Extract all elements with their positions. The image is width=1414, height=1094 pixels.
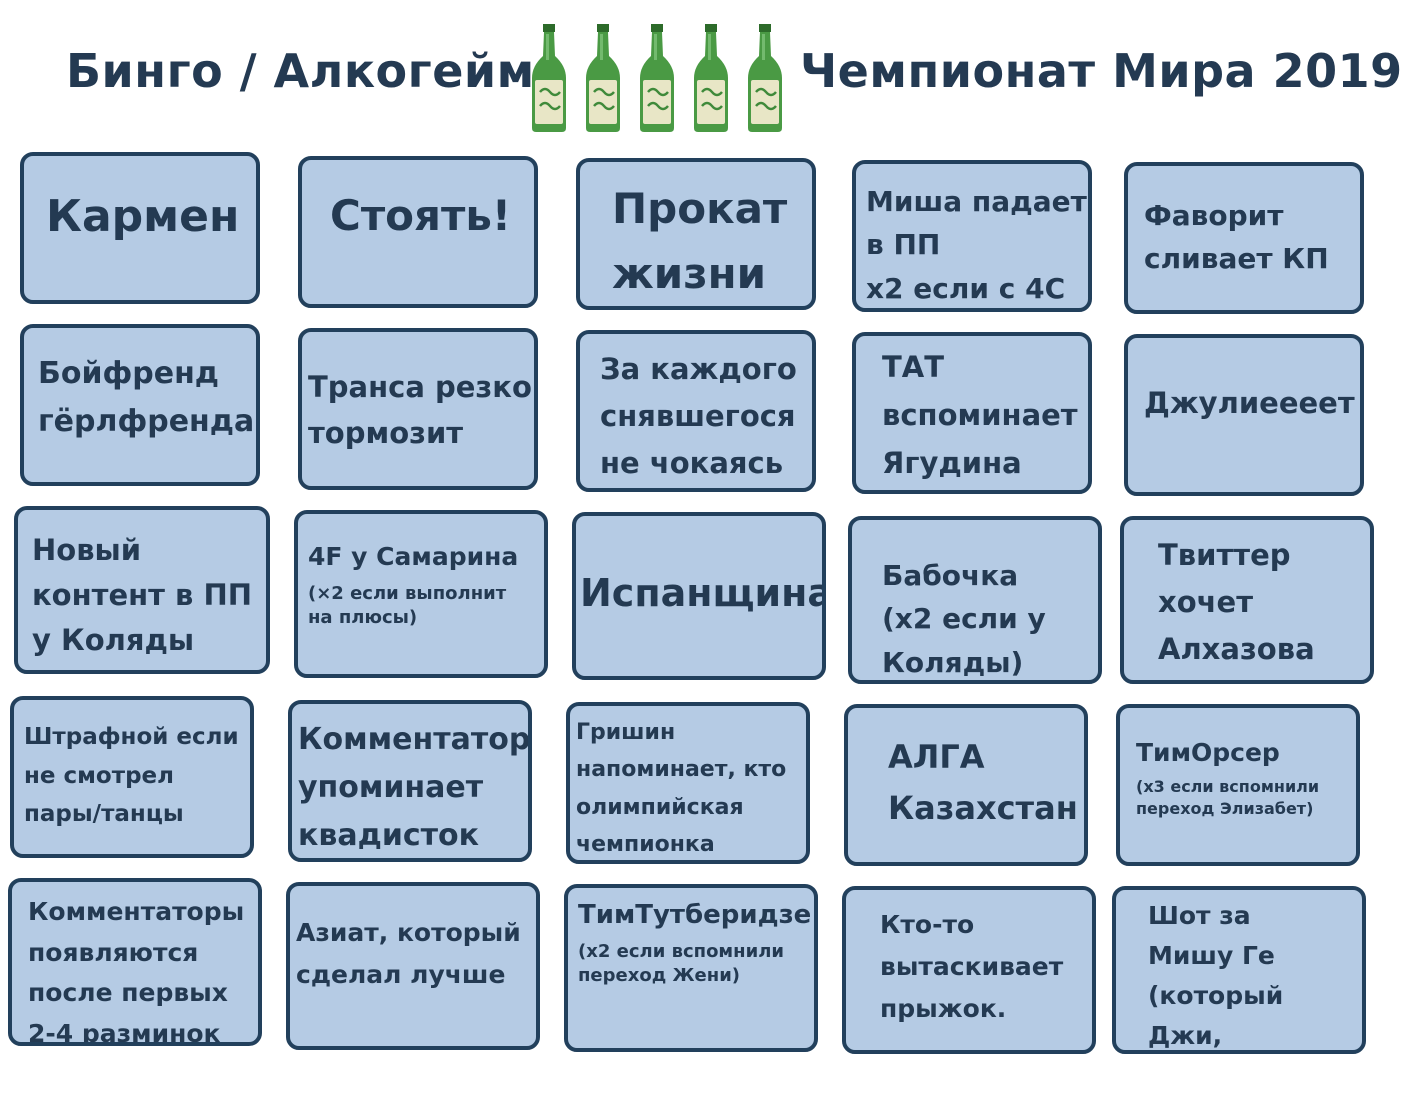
bingo-cell[interactable]: Прокат жизни (576, 158, 816, 310)
cell-subtext: (х3 если вспомнили переход Элизабет) (1136, 777, 1320, 818)
bingo-cell[interactable]: Шот за Мишу Ге (который Джи, но у нас Ге (1112, 886, 1366, 1054)
cell-text: Транса резко тормозит (308, 370, 532, 451)
cell-text: Комментаторы появляются после первых 2-4… (28, 897, 245, 1046)
cell-text: Штрафной если не смотрел пары/танцы (24, 724, 239, 828)
bingo-cell[interactable]: Фаворит сливает КП (1124, 162, 1364, 314)
bingo-cell[interactable]: Новый контент в ПП у Коляды (14, 506, 270, 674)
cell-text: Бабочка (х2 если у Коляды) (882, 559, 1046, 679)
bingo-cell[interactable]: Кармен (20, 152, 260, 304)
bingo-cell[interactable]: Бабочка (х2 если у Коляды) (848, 516, 1102, 684)
bingo-cell[interactable]: Кто-то вытаскивает прыжок. (842, 886, 1096, 1054)
bingo-cell[interactable]: ТАТ вспоминает Ягудина (852, 332, 1092, 494)
soju-bottle-icon (532, 24, 566, 132)
bingo-cell[interactable]: Гришин напоминает, кто олимпийская чемпи… (566, 702, 810, 864)
title-left: Бинго / Алкогейм (66, 44, 535, 98)
bingo-cell[interactable]: Испанщина (572, 512, 826, 680)
soju-bottle-icon (694, 24, 728, 132)
bingo-cell[interactable]: Джулиеееет (1124, 334, 1364, 496)
cell-text: Фаворит сливает КП (1144, 199, 1329, 276)
bingo-cell[interactable]: Азиат, который сделал лучше (286, 882, 540, 1050)
cell-text: Шот за Мишу Ге (который Джи, но у нас Ге (1148, 901, 1284, 1050)
cell-text: Миша падает в ПП х2 если с 4С (866, 185, 1087, 305)
cell-text: Новый контент в ПП у Коляды (32, 533, 253, 657)
cell-text: Азиат, который сделал лучше (296, 918, 521, 989)
bingo-cell[interactable]: За каждого снявшегося не чокаясь (576, 330, 816, 492)
bottles-row (526, 22, 788, 134)
cell-text: ТимТутберидзе (578, 900, 812, 930)
cell-text: Испанщина (580, 571, 826, 615)
cell-text: ТАТ вспоминает Ягудина (882, 350, 1078, 480)
soju-bottle-icon (586, 24, 620, 132)
bingo-cell[interactable]: Штрафной если не смотрел пары/танцы (10, 696, 254, 858)
bingo-cell[interactable]: ТимТутберидзе (х2 если вспомнили переход… (564, 884, 818, 1052)
cell-text: Джулиеееет (1144, 386, 1355, 420)
cell-text: Кармен (46, 191, 240, 242)
cell-text: Гришин напоминает, кто олимпийская чемпи… (576, 720, 787, 858)
cell-text: Твиттер хочет Алхазова (1158, 538, 1315, 666)
title-right: Чемпионат Мира 2019 (800, 44, 1403, 98)
bingo-cell[interactable]: ТимОрсер (х3 если вспомнили переход Элиз… (1116, 704, 1360, 866)
bingo-cell[interactable]: АЛГА Казахстан (844, 704, 1088, 866)
cell-text: Бойфренд гёрлфренда (38, 356, 255, 439)
bingo-cell[interactable]: Твиттер хочет Алхазова (1120, 516, 1374, 684)
cell-text: 4F у Самарина (308, 542, 519, 571)
bingo-cell[interactable]: Стоять! (298, 156, 538, 308)
cell-subtext: (×2 если выполнит на плюсы) (308, 583, 507, 629)
header: Бинго / Алкогейм (0, 0, 1414, 150)
bingo-cell[interactable]: Транса резко тормозит (298, 328, 538, 490)
bingo-cell[interactable]: Бойфренд гёрлфренда (20, 324, 260, 486)
cell-text: ТимОрсер (1136, 738, 1280, 767)
cell-text: Кто-то вытаскивает прыжок. (880, 910, 1064, 1023)
cell-text: Прокат жизни (612, 184, 788, 299)
cell-text: За каждого снявшегося не чокаясь (600, 352, 797, 480)
cell-text: Комментатор упоминает квадисток (298, 722, 531, 853)
bingo-cell[interactable]: Комментаторы появляются после первых 2-4… (8, 878, 262, 1046)
bingo-cell[interactable]: Комментатор упоминает квадисток (288, 700, 532, 862)
bingo-cell[interactable]: Миша падает в ПП х2 если с 4С (852, 160, 1092, 312)
soju-bottle-icon (748, 24, 782, 132)
cell-subtext: (х2 если вспомнили переход Жени) (578, 941, 784, 987)
cell-text: АЛГА Казахстан (888, 738, 1078, 828)
bingo-cell[interactable]: 4F у Самарина (×2 если выполнит на плюсы… (294, 510, 548, 678)
soju-bottle-icon (640, 24, 674, 132)
cell-text: Стоять! (330, 191, 512, 240)
